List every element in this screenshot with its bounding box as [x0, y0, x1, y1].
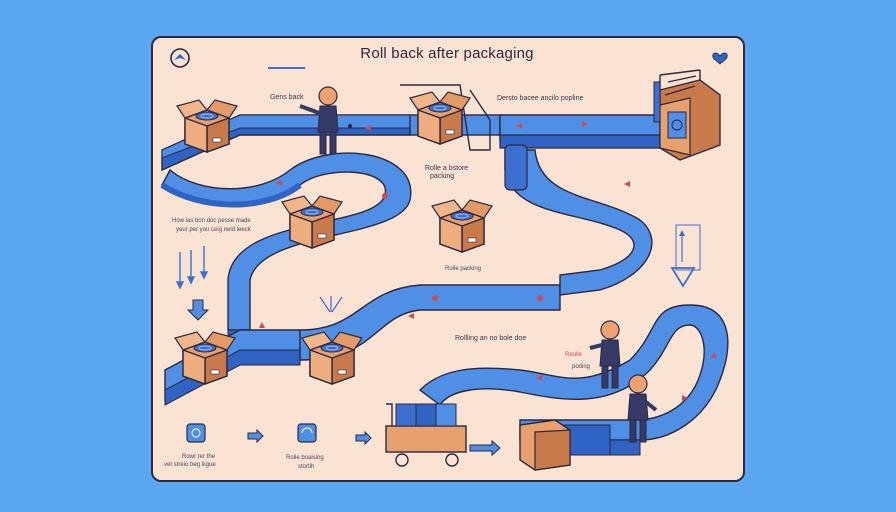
- cart-icon: [385, 403, 467, 467]
- person-icon: [299, 86, 352, 155]
- label-mid-right: Rolle packing: [445, 266, 481, 272]
- label-center-2: packing: [430, 173, 454, 180]
- arrow-icon: [469, 439, 501, 457]
- label-pink-2: poding: [572, 364, 590, 370]
- logo-icon: [170, 48, 190, 68]
- page-title: Roll back after packaging: [360, 45, 533, 62]
- scan-icon: [186, 423, 206, 443]
- arrow-icon: [319, 296, 343, 313]
- box-icon: [400, 84, 491, 151]
- label-bottom-1b: vet streio beg liigue: [164, 462, 216, 468]
- person-icon: [627, 374, 658, 443]
- label-bottom-1a: Rowr rer the: [182, 454, 216, 460]
- arrow-icon: [670, 224, 701, 288]
- conveyor-belt-curve-right: [504, 144, 653, 296]
- box-icon: [519, 419, 571, 471]
- arrow-icon: [186, 299, 210, 321]
- label-bottom-2a: Rolle boaising: [286, 455, 324, 461]
- person-icon: [589, 320, 621, 389]
- label-left-2: yeur per you ceig neld leeck: [176, 227, 252, 233]
- roll-icon: [297, 423, 317, 443]
- arrow-icon: [175, 246, 209, 290]
- label-pink-1: Reulle: [565, 352, 583, 358]
- machine-icon: [653, 69, 721, 161]
- heart-icon: [712, 52, 728, 65]
- label-top-right: Dersto bacee ancilo popline: [497, 95, 583, 102]
- label-center-1: Rolle a bstore: [425, 165, 468, 172]
- label-left-1: How ias bon doc pesse made: [172, 218, 251, 224]
- label-top-left: Gens back: [270, 94, 304, 101]
- label-bottom-2b: stortih: [298, 464, 314, 470]
- label-rolling: Rollling an no bole doe: [455, 335, 526, 342]
